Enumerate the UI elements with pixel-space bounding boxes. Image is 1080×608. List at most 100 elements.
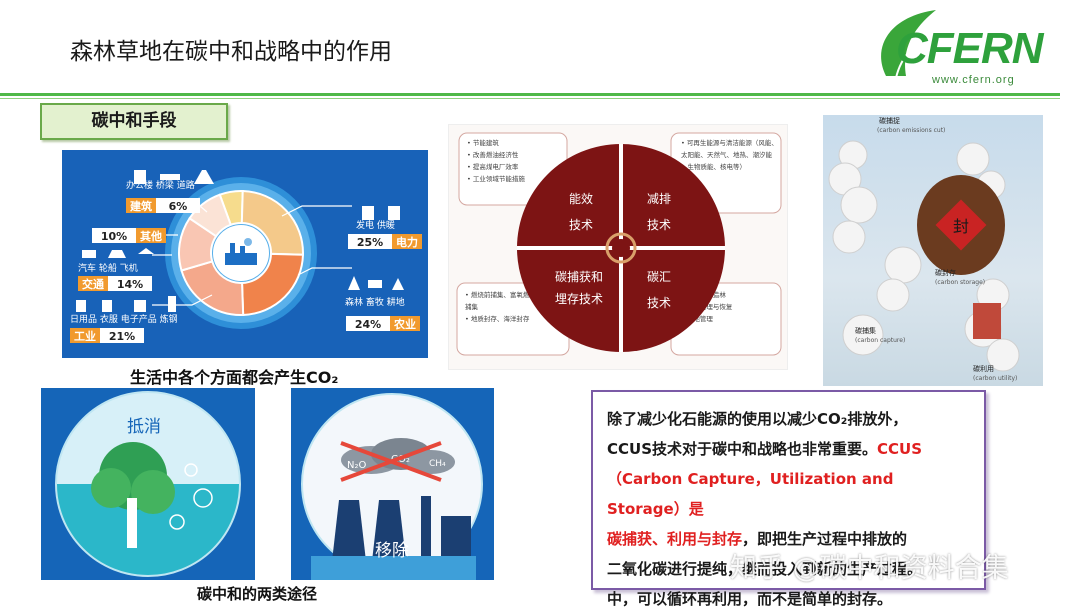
svg-text:发电 供暖: 发电 供暖 [356, 219, 395, 231]
desc-line-3: （Carbon Capture，Utilization and Storage）… [607, 470, 894, 518]
cycle-arrows-icon [605, 232, 637, 264]
label-capture: 碳捕集 [855, 326, 876, 335]
cooling-tower-icon [331, 500, 367, 570]
wheel-item-0: • 提高煤电厂效率 [467, 162, 519, 171]
offset-tile: 抵消 [41, 388, 255, 580]
ccus-description: 除了减少化石能源的使用以减少CO₂排放外， CCUS技术对于碳中和战略也非常重要… [591, 390, 986, 608]
quadrant-efficiency-l1: 能效 [569, 191, 593, 206]
gas-n2o: N₂O [347, 460, 366, 471]
watermark: 知乎 @碳中和资料合集 [730, 553, 1009, 584]
category-label-电力: 电力 [396, 235, 418, 249]
header-divider [0, 93, 1060, 96]
quadrant-sink-l2: 技术 [647, 296, 671, 310]
removal-illustration: N₂O CO₂ CH₄ 移除 [301, 393, 483, 580]
desc-line-2a: CCUS技术对于碳中和战略也非常重要。 [607, 440, 878, 458]
remove-label: 移除 [375, 541, 409, 561]
electronics-icon [134, 300, 146, 312]
removal-tile: N₂O CO₂ CH₄ 移除 [291, 388, 494, 580]
category-label-建筑: 建筑 [130, 199, 152, 213]
label-capture-cut: 碳捕捉 [879, 116, 900, 125]
logo-url: www.cfern.org [932, 74, 1015, 86]
desc-line-6: 中，可以循环再利用，而不是简单的封存。 [607, 590, 893, 608]
livestock-icon [368, 280, 382, 288]
value-label-电力: 25% [357, 236, 383, 249]
strategy-wheel: • 节能建筑 • 改善燃油经济性 • 提高煤电厂效率 • 工业领域节能措施 • 可再生能… [456, 132, 782, 356]
tag-value-bg-建筑 [156, 198, 200, 213]
tag-value-bg-工业 [100, 328, 144, 343]
tag-value-bg-农业 [346, 316, 390, 331]
svg-text:森林 畜牧 耕地: 森林 畜牧 耕地 [345, 296, 405, 308]
section-label: 碳中和手段 [40, 103, 228, 140]
cfern-logo: CFERN www.cfern.org [866, 6, 1066, 94]
quadrant-reduction-l2: 技术 [647, 218, 671, 232]
svg-text:汽车 轮船 飞机: 汽车 轮船 飞机 [78, 262, 138, 274]
quadrant-reduction-l1: 减排 [647, 192, 671, 206]
wheel-item-2: • 地质封存、海洋封存 [465, 314, 530, 323]
desc-line-5: 二氧化碳进行提纯，继而投入到新的生产过程。 [607, 560, 923, 578]
road-icon [194, 170, 214, 184]
desc-line-4b: ，即把生产过程中排放的 [742, 530, 908, 548]
quadrant-efficiency-l2: 技术 [569, 218, 593, 232]
offset-illustration: 抵消 [55, 391, 241, 577]
quadrant-sink-l1: 碳汇 [647, 270, 671, 284]
tiles-caption: 碳中和的两类途径 [197, 585, 318, 603]
value-label-其他: 10% [101, 230, 127, 243]
tag-name-bg-农业 [390, 316, 420, 331]
label-utility: 碳利用 [973, 364, 994, 373]
steel-icon [168, 296, 176, 312]
plane-icon [138, 248, 154, 254]
wheel-item-0: • 改善燃油经济性 [467, 150, 519, 159]
ccus-illustration: 封 碳捕捉 (carbon emissions cut) 碳封存 (carbon… [823, 115, 1043, 386]
tag-value-bg-交通 [108, 276, 152, 291]
category-pictograms [76, 170, 404, 312]
power-plant-icon [362, 206, 374, 220]
label-capture-cut-en: (carbon emissions cut) [877, 127, 945, 134]
quadrant-ccs-l2: 埋存技术 [555, 292, 603, 306]
ccus-poster-art: 封 碳捕捉 (carbon emissions cut) 碳封存 (carbon… [828, 116, 1020, 382]
logo-text: CFERN [896, 24, 1044, 73]
svg-text:日用品 衣服 电子产品 炼钢: 日用品 衣服 电子产品 炼钢 [70, 313, 178, 325]
quadrant-ccs-l1: 碳捕获和 [555, 269, 603, 284]
leaf-logo-icon [881, 10, 936, 79]
donut-slice-农业 [241, 252, 305, 316]
goods-icon [76, 300, 86, 312]
office-icon [134, 170, 146, 184]
wheel-item-1: 太阳能、天然气、地热、潮汐能 [681, 150, 773, 159]
ship-icon [108, 250, 126, 258]
desc-line-2b: CCUS [877, 440, 923, 458]
bridge-icon [160, 174, 180, 180]
category-label-其他: 其他 [140, 229, 162, 243]
car-icon [82, 250, 96, 258]
offset-label: 抵消 [127, 417, 161, 437]
category-label-农业: 农业 [393, 317, 416, 331]
label-storage: 碳封存 [935, 268, 956, 277]
co2-donut-chart: 办公楼 桥梁 道路 发电 供暖 森林 畜牧 耕地 日用品 衣服 电子产品 炼钢 … [70, 170, 422, 343]
wheel-item-1: 、生物质能、核电等） [681, 162, 746, 171]
tag-name-bg-交通 [78, 276, 108, 291]
desc-line-2: CCUS技术对于碳中和战略也非常重要。CCUS [607, 434, 972, 464]
heating-icon [388, 206, 400, 220]
value-label-建筑: 6% [169, 200, 188, 213]
desc-line-4a: 碳捕获、利用与封存 [607, 530, 743, 548]
wheel-item-2: • 燃烧前捕集、富氧燃烧、燃烧后 [465, 290, 562, 299]
header-divider-thin [0, 98, 1060, 99]
farmland-icon [392, 278, 404, 290]
label-capture-en: (carbon capture) [855, 337, 905, 344]
wheel-item-0: • 工业领域节能措施 [467, 174, 525, 183]
tag-name-bg-工业 [70, 328, 100, 343]
clothes-icon [102, 300, 112, 312]
wheel-item-0: • 节能建筑 [467, 138, 499, 147]
strategy-wheel-panel: • 节能建筑 • 改善燃油经济性 • 提高煤电厂效率 • 工业领域节能措施 • 可再生能… [448, 124, 788, 370]
jar-character: 封 [953, 217, 969, 236]
factory-icon [225, 238, 257, 265]
chart-caption: 生活中各个方面都会产生CO₂ [130, 368, 339, 387]
tag-name-bg-建筑 [126, 198, 156, 213]
forest-icon [348, 276, 360, 290]
wheel-item-2: 捕集 [465, 302, 479, 311]
wheel-item-1: • 可再生能源与清洁能源（风能、 [681, 138, 778, 147]
label-utility-en: (carbon utility) [973, 375, 1017, 382]
label-storage-en: (carbon storage) [935, 279, 985, 286]
tag-value-bg-其他 [92, 228, 136, 243]
tag-name-bg-电力 [392, 234, 422, 249]
value-label-农业: 24% [355, 318, 381, 331]
